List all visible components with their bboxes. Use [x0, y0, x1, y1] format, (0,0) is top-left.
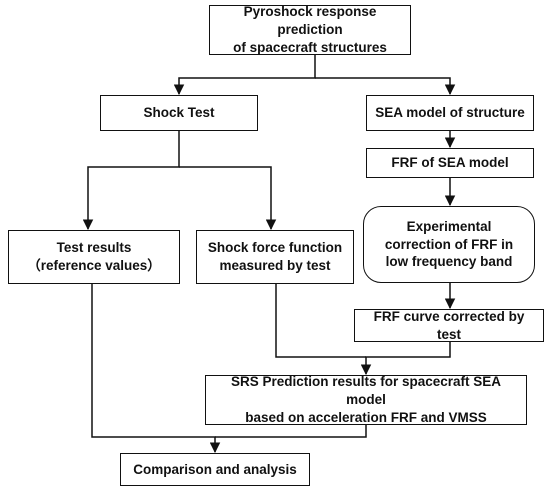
node-srs-prediction: SRS Prediction results for spacecraft SE… [205, 374, 527, 425]
node-text-line: measured by test [219, 258, 331, 273]
edge-top-to-sea [315, 77, 456, 96]
node-sea-model: SEA model of structure [366, 95, 534, 131]
node-shock-test: Shock Test [100, 95, 258, 131]
node-text-line: SEA model of structure [375, 105, 525, 121]
node-experimental-correction: Experimental correction of FRF in low fr… [363, 206, 535, 283]
node-text-line: FRF of SEA model [391, 155, 509, 171]
edge-shock-to-force [179, 166, 277, 231]
edge-curve-to-srs [360, 342, 451, 376]
node-text-line: correction of FRF in [384, 236, 514, 252]
node-text-line: based on acceleration FRF and VMSS [245, 409, 487, 425]
node-text-line: Test results [56, 240, 132, 256]
node-shock-force-function: Shock force function measured by test [196, 230, 354, 284]
node-text-line: （reference values） [27, 258, 161, 273]
node-text-line: Comparison and analysis [133, 461, 297, 477]
edge-top-to-shock [173, 55, 316, 96]
edge-shock-to-test [82, 131, 180, 231]
edge-srs-to-compare [215, 425, 367, 438]
node-text-line: low frequency band [385, 254, 513, 270]
node-text-line: FRF curve corrected by test [373, 308, 525, 342]
node-text-line: Shock force function [207, 240, 343, 256]
edge-force-to-srs [275, 284, 366, 358]
node-frf-curve-corrected: FRF curve corrected by test [354, 309, 544, 342]
node-text-line: of spacecraft structures [233, 39, 387, 55]
node-text-line: Shock Test [143, 105, 215, 121]
node-comparison-analysis: Comparison and analysis [120, 453, 310, 486]
node-pyroshock-prediction: Pyroshock response prediction of spacecr… [209, 4, 411, 55]
node-text-line: Pyroshock response prediction [243, 4, 377, 38]
node-frf-of-sea-model: FRF of SEA model [366, 148, 534, 178]
node-text-line: Experimental [406, 218, 492, 234]
node-text-line: SRS Prediction results for spacecraft SE… [230, 374, 502, 408]
edge-test-to-compare [91, 284, 221, 454]
node-test-results: Test results （reference values） [8, 230, 180, 284]
